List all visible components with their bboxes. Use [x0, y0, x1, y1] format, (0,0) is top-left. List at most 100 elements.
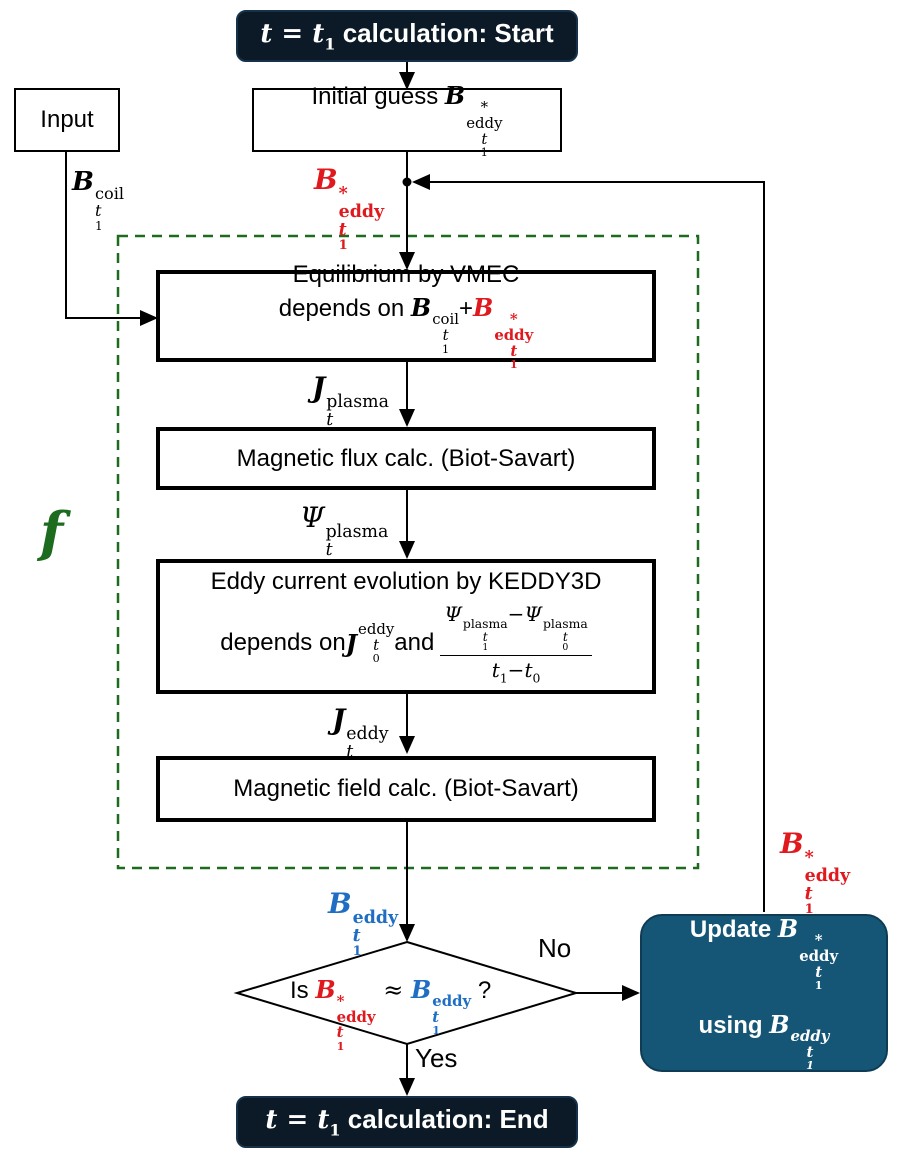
sup-eddy: eddy: [804, 865, 851, 886]
sub-t: t: [326, 409, 334, 430]
edge-label-no: No: [538, 933, 572, 963]
keddy-and: and: [394, 629, 435, 657]
end-t: t: [265, 1105, 278, 1136]
sub-t: t: [806, 1042, 814, 1061]
sub-1: 1: [482, 641, 489, 653]
den-t: t: [491, 657, 500, 682]
j-symbol: J: [312, 371, 326, 404]
end-t1: t: [317, 1105, 330, 1136]
edge-input-vmec: [65, 152, 158, 326]
end-terminal: t = t1 calculation: End: [236, 1096, 578, 1148]
sub-t: t: [352, 925, 361, 946]
sub-t: t: [373, 635, 380, 654]
sub-1: 1: [432, 1024, 440, 1038]
sub-1: 1: [336, 1040, 345, 1053]
field-text: Magnetic field calc. (Biot-Savart): [233, 775, 579, 802]
sub-1: 1: [352, 943, 362, 959]
sup-plasma: plasma: [462, 615, 508, 631]
sup-eddy: eddy: [466, 113, 503, 132]
sub-t: t: [336, 1023, 344, 1042]
sub-t: t: [510, 341, 518, 360]
minus: −: [507, 601, 525, 626]
flux-text: Magnetic flux calc. (Biot-Savart): [236, 444, 576, 472]
b-symbol: B: [72, 167, 94, 197]
input-label: Input: [40, 106, 94, 133]
sup-eddy: eddy: [494, 325, 534, 344]
sub-t: t: [94, 200, 102, 220]
group-f-label: f: [40, 500, 64, 564]
b-symbol: B: [777, 914, 799, 944]
sub-1: 1: [338, 238, 348, 254]
end-sub: 1: [329, 1120, 341, 1140]
sub-1: 1: [480, 146, 488, 160]
sup-coil: coil: [94, 183, 125, 203]
sup-plasma: plasma: [325, 521, 389, 542]
sub-t: t: [481, 129, 488, 148]
b-symbol: B: [780, 827, 804, 860]
b-symbol: B: [410, 975, 432, 1004]
star: *: [338, 183, 348, 204]
sub-1: 1: [509, 358, 518, 372]
star: *: [480, 98, 489, 117]
sub-t: t: [338, 219, 347, 240]
plus: +: [459, 295, 474, 323]
b-symbol: B: [473, 293, 494, 323]
sup-eddy: eddy: [358, 620, 395, 639]
psi-symbol: Ψ: [300, 501, 325, 534]
sub-t: t: [815, 962, 823, 981]
decision-is: Is: [290, 977, 316, 1004]
star: *: [814, 931, 823, 950]
sup-eddy: eddy: [790, 1026, 830, 1045]
den-sub-0: 0: [532, 670, 541, 686]
sup-eddy: eddy: [352, 907, 399, 928]
b-symbol: B: [410, 293, 432, 323]
sub-t: t: [325, 539, 333, 560]
sub-1: 1: [442, 342, 450, 356]
j-symbol: J: [345, 628, 358, 658]
sup-eddy: eddy: [336, 1007, 376, 1026]
keddy-box: Eddy current evolution by KEDDY3D depend…: [156, 559, 656, 694]
b-symbol: B: [444, 81, 466, 111]
edge-label-yes: Yes: [415, 1043, 458, 1073]
start-text: calculation: Start: [335, 18, 554, 49]
sup-eddy: eddy: [799, 946, 839, 965]
star: *: [509, 310, 518, 329]
sub-1: 1: [814, 979, 823, 993]
flux-calc-box: Magnetic flux calc. (Biot-Savart): [156, 427, 656, 490]
field-calc-box: Magnetic field calc. (Biot-Savart): [156, 756, 656, 822]
minus: −: [507, 657, 525, 682]
sub-t: t: [804, 883, 813, 904]
psi-symbol: Ψ: [524, 601, 542, 626]
keddy-line1: Eddy current evolution by KEDDY3D: [210, 567, 602, 595]
sup-coil: coil: [432, 310, 459, 329]
star: *: [336, 992, 345, 1011]
sub-0: 0: [562, 641, 569, 653]
start-sub: 1: [324, 34, 336, 54]
start-t1: t: [312, 19, 325, 50]
end-text: calculation: End: [340, 1104, 549, 1135]
edge-update-junction: [412, 174, 765, 912]
start-eq: =: [272, 19, 313, 50]
sub-t: t: [482, 628, 488, 644]
